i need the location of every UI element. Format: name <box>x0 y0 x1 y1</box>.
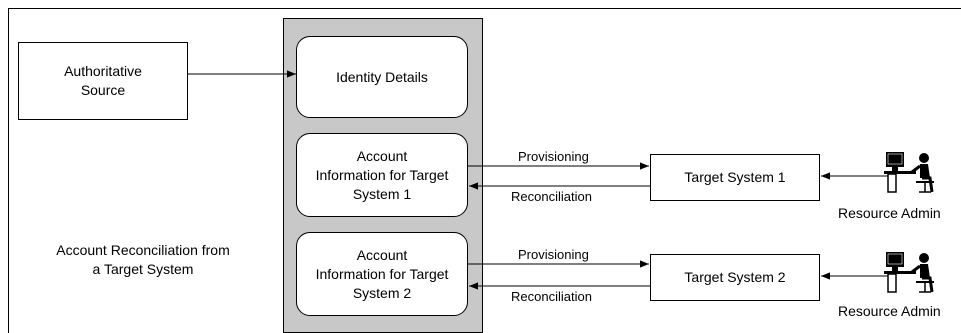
admin-at-computer-icon <box>884 152 934 193</box>
admin-at-computer-icon <box>884 252 934 293</box>
identity-details-box: Identity Details <box>296 36 468 118</box>
provisioning-2-label: Provisioning <box>518 247 589 262</box>
account-info-1-box: Account Information for Target System 1 <box>296 133 468 217</box>
resource-admin-1-label: Resource Admin <box>838 205 941 221</box>
resource-admin-2-label: Resource Admin <box>838 303 941 319</box>
provisioning-1-label: Provisioning <box>518 149 589 164</box>
diagram-frame <box>8 8 961 333</box>
target-system-2-box: Target System 2 <box>650 254 820 301</box>
target-system-1-box: Target System 1 <box>650 154 820 201</box>
reconciliation-2-label: Reconciliation <box>511 289 592 304</box>
diagram-caption: Account Reconciliation from a Target Sys… <box>56 242 230 277</box>
account-info-2-box: Account Information for Target System 2 <box>296 232 468 316</box>
reconciliation-1-label: Reconciliation <box>511 189 592 204</box>
authoritative-source-box: Authoritative Source <box>18 42 188 120</box>
